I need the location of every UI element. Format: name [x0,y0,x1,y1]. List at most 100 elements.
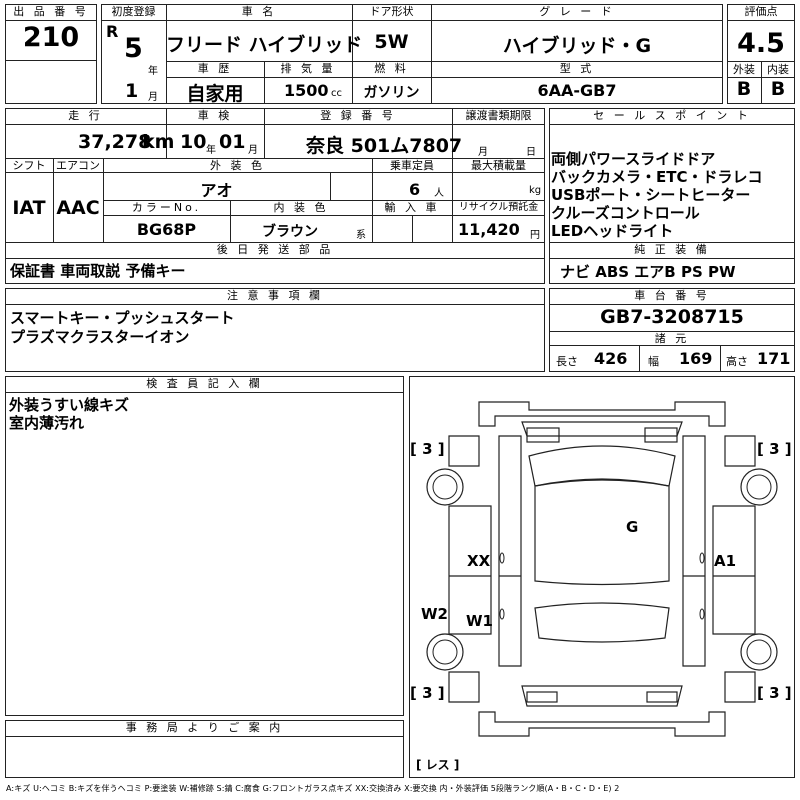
door-value: 5W [374,31,409,53]
divider [452,158,453,243]
month-value: 1 [125,80,139,102]
equipment-value: ナビ ABS エアB PS PW [560,263,736,281]
header-grid [101,4,723,104]
divider [431,4,432,62]
color-no-value: BG68P [136,220,197,239]
sales-point-item: USBポート・シートヒーター [551,186,751,204]
load-unit: kg [529,185,542,196]
divider [5,736,404,737]
capacity-label: 乗車定員 [390,159,434,172]
divider [166,108,167,159]
door-handle-right-rear [699,608,705,620]
wheel-front-right [740,468,778,506]
divider [452,108,453,159]
divider [5,392,404,393]
left-side-outline [448,505,492,635]
car-diagram-box [409,376,795,778]
right-side-outline [712,505,756,635]
body-left-outline [498,435,522,667]
first-reg-label: 初度登録 [111,5,156,18]
inspection-year-unit: 年 [206,145,216,156]
divider [549,304,795,305]
legend-text: A:キズ U:ヘコミ B:キズを伴うヘコミ P:要塗装 W:補修跡 S:錆 C:… [6,784,620,793]
recycle-unit: 円 [530,230,540,241]
equipment-label: 純 正 装 備 [634,243,710,256]
score-label: 評価点 [744,5,778,18]
divider [727,20,795,21]
wheel-rear-left-hub [432,639,458,665]
divider [372,158,373,243]
inspector-box [5,376,404,716]
office-label: 事 務 局 よ り ご 案 内 [125,721,284,734]
shift-value: IAT [12,197,46,219]
model-value: 6AA-GB7 [537,81,617,100]
interior-score: B [770,78,786,100]
transfer-month-unit: 月 [478,147,488,158]
history-value: 自家用 [186,83,244,105]
color-no-label: カラーNo. [131,201,202,214]
windshield-outline [528,445,676,487]
plate-label: 登 録 番 号 [320,109,396,122]
divider [549,331,795,332]
divider [549,124,795,125]
inspector-line: 外装うすい線キズ [9,396,130,414]
ac-label: エアコン [56,159,100,172]
month-unit: 月 [148,92,158,103]
inspection-label: 車 検 [197,109,233,122]
year-unit: 年 [148,66,158,77]
roof-outline [534,479,670,586]
tire-front-left-score: [ 3 ] [410,440,445,458]
wheel-rear-left [426,633,464,671]
exterior-label: 外装 [733,63,755,76]
spare-tire-status: [ レス ] [416,758,460,772]
door-label: ドア形状 [369,5,414,18]
divider [431,61,432,104]
divider [352,61,353,104]
damage-mark-left-door: XX [467,552,491,570]
grade-label: グ レ ー ド [539,5,615,18]
divider [5,158,545,159]
headlight-left-outline [526,427,560,443]
divider [352,4,353,62]
rear-window-outline [534,602,670,643]
sales-point-item: LEDヘッドライト [551,222,674,240]
import-label: 輸 入 車 [384,201,440,214]
length-label: 長さ [556,355,578,368]
mileage-unit: km [142,131,175,153]
headlight-right-outline [644,427,678,443]
divider [720,345,721,372]
damage-mark-left-rear-door: W1 [466,612,493,630]
fuel-value: ガソリン [363,85,420,101]
sales-point-item: クルーズコントロール [551,204,700,222]
load-label: 最大積載量 [471,159,526,172]
divider [5,20,97,21]
displacement-label: 排 気 量 [280,62,336,75]
damage-mark-windshield: G [626,518,639,536]
sales-points-list: 両側パワースライドドア バックカメラ・ETC・ドラレコ USBポート・シートヒー… [551,150,763,240]
interior-color-value: ブラウン [262,224,318,240]
lot-number-label: 出 品 番 号 [13,5,89,18]
chassis-box [549,288,795,372]
model-label: 型 式 [559,62,595,75]
later-parts-box [5,258,545,284]
recycle-label: リサイクル預託金 [458,202,539,213]
divider [5,172,545,173]
divider [5,304,545,305]
exterior-score: B [736,78,752,100]
displacement-unit: cc [331,88,342,99]
chassis-label: 車 台 番 号 [634,289,710,302]
interior-color-label: 内 装 色 [273,201,329,214]
divider [103,215,545,216]
car-name-label: 車 名 [241,5,277,18]
ac-value: AAC [56,197,100,219]
rear-bumper-outline [478,711,726,737]
score-value: 4.5 [737,28,785,59]
inspector-label: 検 査 員 記 入 欄 [146,377,263,390]
color-label: 外 装 色 [210,159,265,172]
divider [264,108,265,159]
front-bumper-outline [478,401,726,427]
plate-value: 奈良 501ム7807 [306,135,463,157]
chassis-number: GB7-3208715 [600,306,744,328]
wheel-front-left-hub [432,474,458,500]
length-value: 426 [594,349,628,368]
